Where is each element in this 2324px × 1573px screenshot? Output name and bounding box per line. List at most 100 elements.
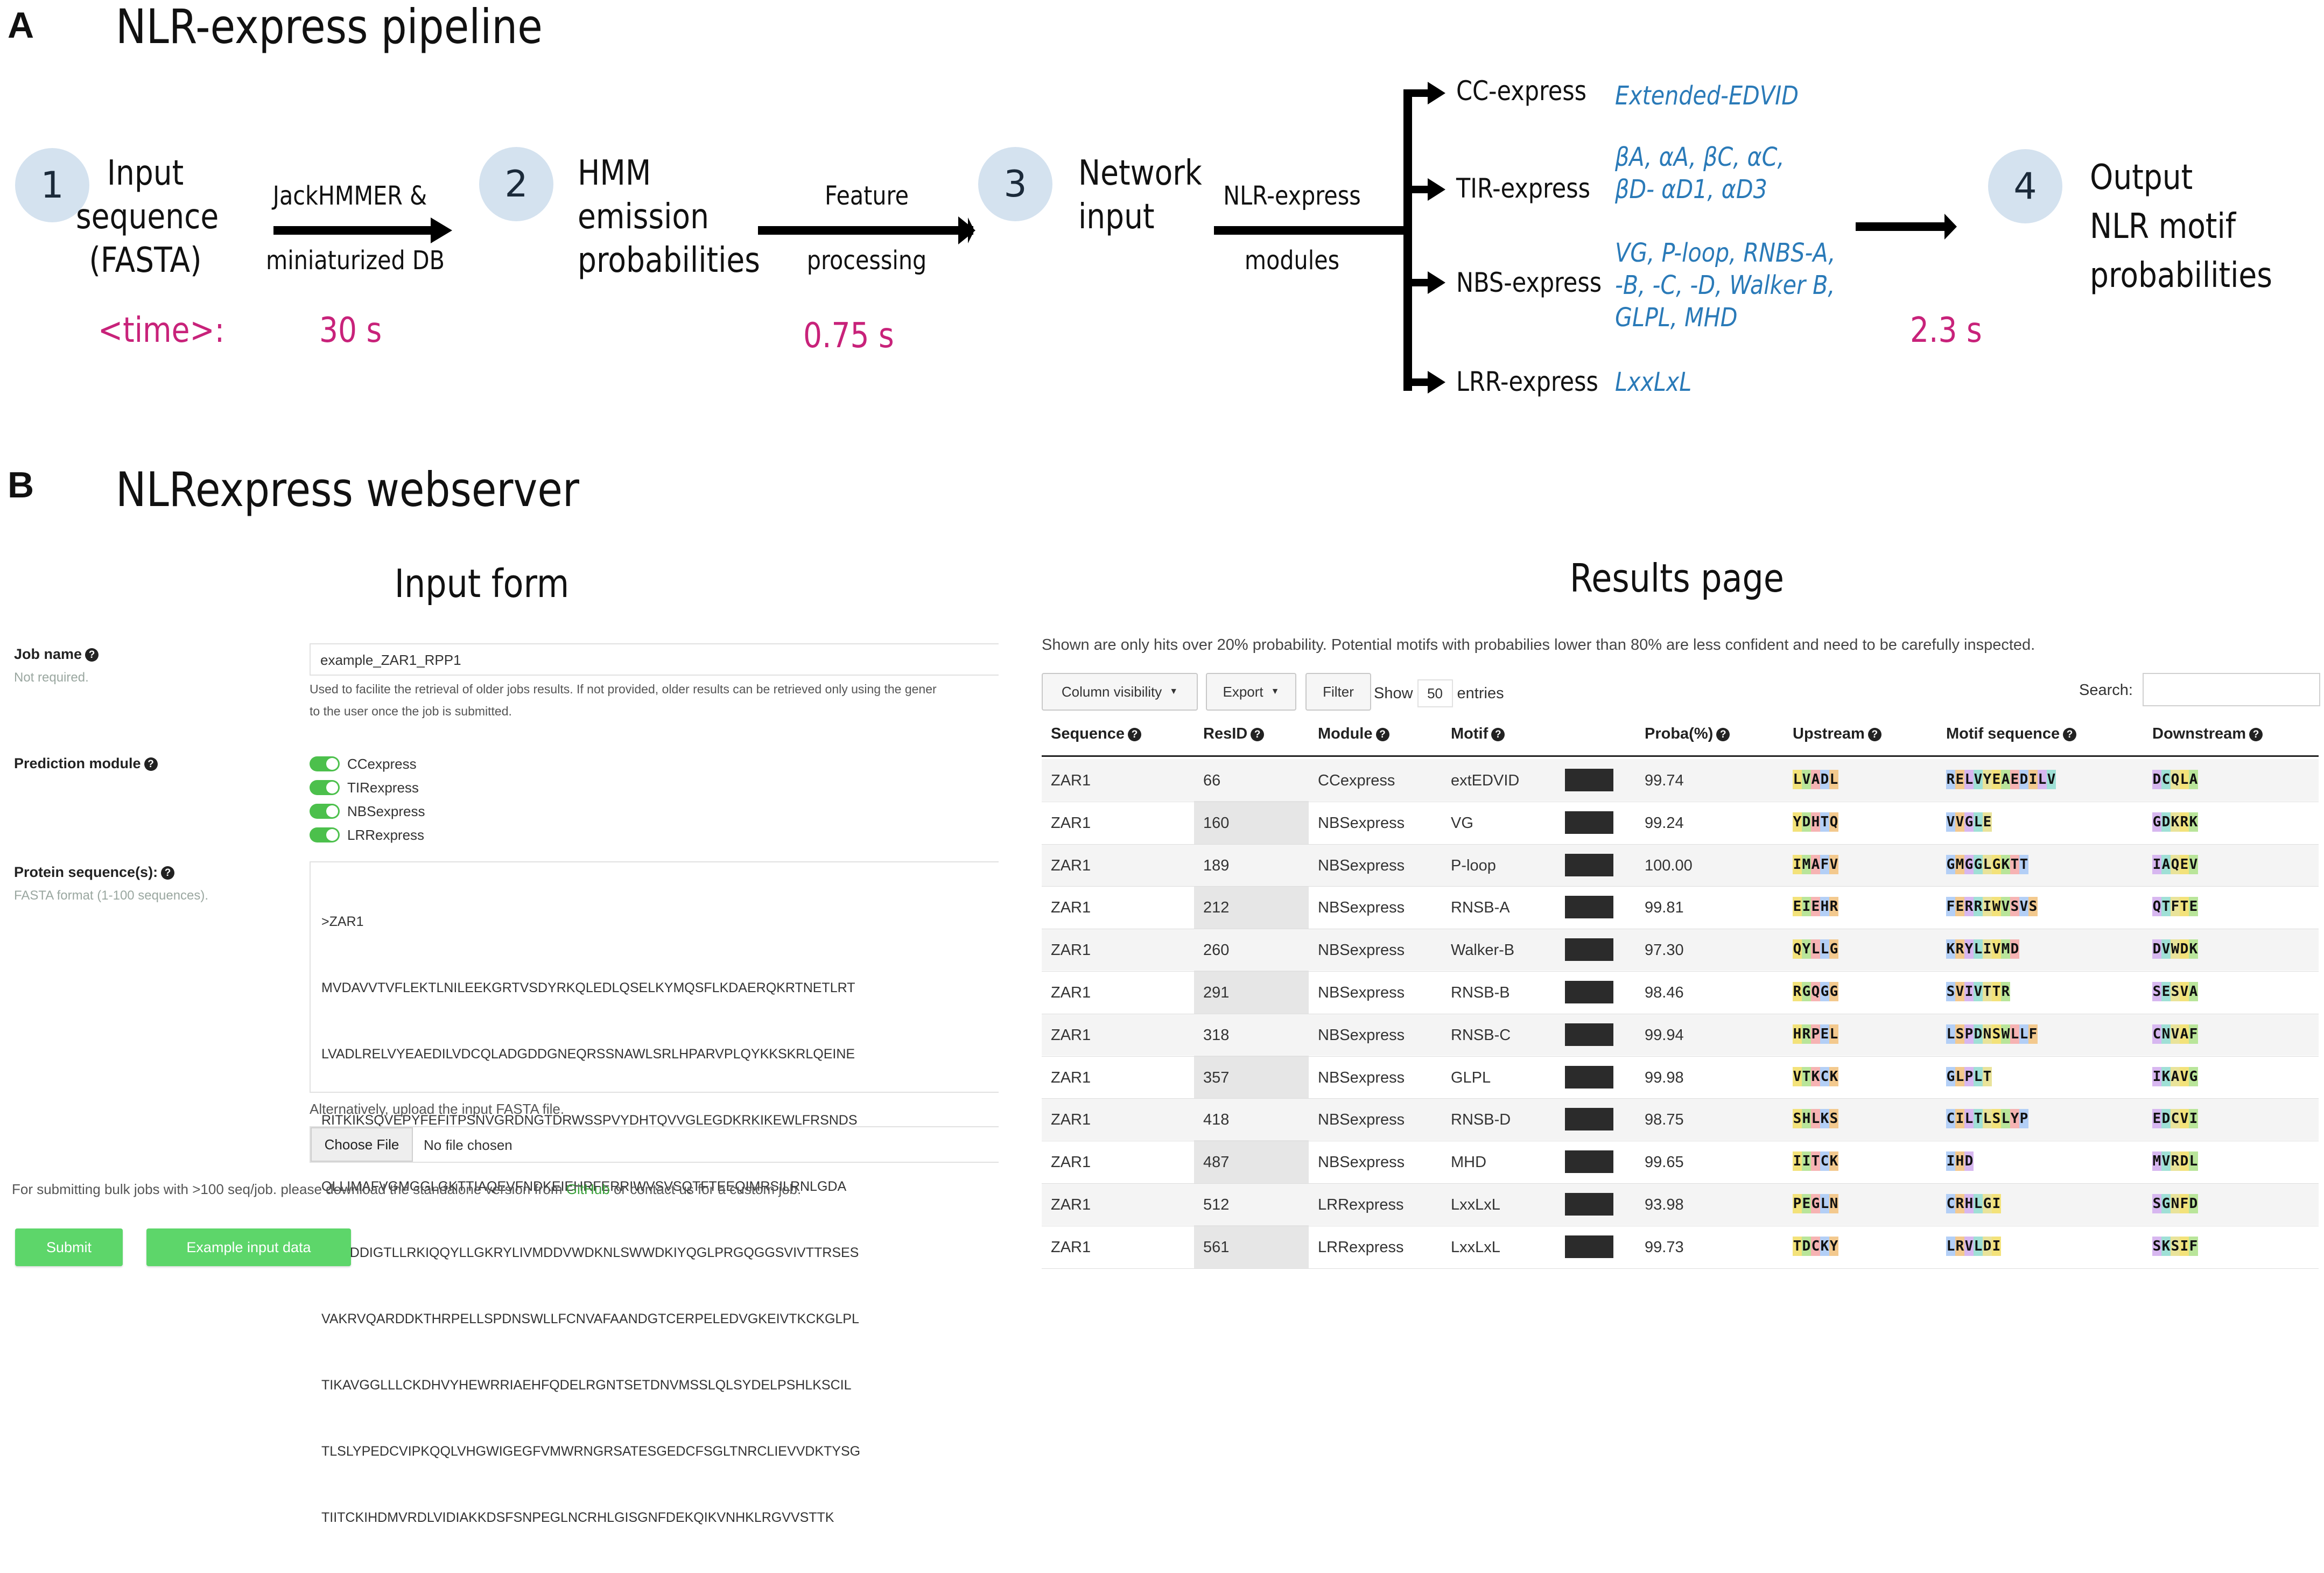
- col-motif-sequence[interactable]: Motif sequence?: [1946, 725, 2077, 743]
- choose-file-button[interactable]: Choose File: [311, 1127, 413, 1162]
- filter-button[interactable]: Filter: [1305, 673, 1371, 711]
- cell-resid: 357: [1203, 1069, 1230, 1086]
- residue: K: [1820, 1109, 1829, 1129]
- residue: A: [2189, 770, 2198, 789]
- col-proba[interactable]: Proba(%)?: [1645, 725, 1730, 743]
- residue: M: [1802, 854, 1811, 874]
- header-divider: [1042, 755, 2319, 757]
- github-link[interactable]: GitHub: [566, 1181, 610, 1197]
- help-icon[interactable]: ?: [2063, 727, 2077, 741]
- residue: L: [1829, 770, 1838, 789]
- residue: V: [2161, 1151, 2171, 1171]
- col-downstream[interactable]: Downstream?: [2152, 725, 2263, 743]
- job-name-label: Job name?: [14, 646, 99, 663]
- toggle-ccexpress[interactable]: CCexpress: [310, 752, 425, 776]
- cell-resid: 291: [1203, 984, 1230, 1001]
- residue: G: [1946, 1066, 1955, 1086]
- module-cc: CC-express: [1456, 75, 1587, 107]
- step-2-circle: 2: [479, 147, 553, 221]
- help-icon[interactable]: ?: [1128, 727, 1141, 741]
- residue: Y: [1802, 939, 1811, 959]
- cell-sequence: ZAR1: [1051, 814, 1091, 832]
- probability-bar: [1565, 981, 1613, 1003]
- show-entries: Show 50 entries: [1374, 679, 1504, 707]
- residue: E: [1811, 897, 1820, 917]
- help-icon[interactable]: ?: [1251, 727, 1265, 741]
- help-icon[interactable]: ?: [1375, 727, 1389, 741]
- col-module[interactable]: Module?: [1318, 725, 1389, 743]
- cell-resid: 260: [1203, 942, 1230, 959]
- residue: I: [1992, 1194, 2001, 1213]
- search-input[interactable]: [2143, 673, 2320, 706]
- help-icon[interactable]: ?: [144, 757, 158, 771]
- help-icon[interactable]: ?: [1491, 727, 1505, 741]
- cell-module: LRRexpress: [1318, 1238, 1404, 1256]
- submit-button[interactable]: Submit: [15, 1228, 123, 1266]
- protein-sequence-textarea[interactable]: >ZAR1 MVDAVVTVFLEKTLNILEEKGRTVSDYRKQLEDL…: [310, 861, 999, 1525]
- residue: A: [2171, 1066, 2180, 1086]
- toggle-nbsexpress[interactable]: NBSexpress: [310, 799, 425, 823]
- cell-sequence: ZAR1: [1051, 856, 1091, 874]
- toggle-tirexpress[interactable]: TIRexpress: [310, 776, 425, 799]
- example-input-button[interactable]: Example input data: [146, 1228, 351, 1266]
- residue: D: [2161, 1109, 2171, 1129]
- help-icon[interactable]: ?: [2249, 727, 2263, 741]
- help-icon[interactable]: ?: [85, 648, 99, 662]
- toggle-lrrexpress[interactable]: LRRexpress: [310, 823, 425, 847]
- panel-b-title: NLRexpress webserver: [116, 462, 580, 517]
- residue: D: [2019, 770, 2028, 789]
- residue: W: [1992, 897, 2001, 917]
- job-name-field[interactable]: example_ZAR1_RPP1: [310, 643, 999, 676]
- caret-down-icon: ▼: [1169, 687, 1178, 696]
- residue: I: [1793, 1151, 1802, 1171]
- residue: A: [2180, 1024, 2189, 1044]
- help-icon[interactable]: ?: [1867, 727, 1881, 741]
- residue: C: [1820, 1066, 1829, 1086]
- step-4-label: Output NLR motif probabilities: [2090, 158, 2272, 296]
- toggle-switch[interactable]: [310, 780, 340, 795]
- toggle-switch[interactable]: [310, 827, 340, 842]
- motifs-nbs: VG, P-loop, RNBS-A, -B, -C, -D, Walker B…: [1615, 238, 1836, 333]
- col-resid[interactable]: ResID?: [1203, 725, 1265, 743]
- entries-count-select[interactable]: 50: [1417, 679, 1453, 707]
- residue: L: [1946, 1236, 1955, 1256]
- toggle-switch[interactable]: [310, 756, 340, 771]
- column-visibility-button[interactable]: Column visibility▼: [1042, 673, 1198, 711]
- residue: V: [1992, 939, 2001, 959]
- toggle-switch[interactable]: [310, 804, 340, 819]
- col-motif[interactable]: Motif?: [1451, 725, 1505, 743]
- probability-bar: [1565, 769, 1613, 791]
- col-upstream[interactable]: Upstream?: [1793, 725, 1881, 743]
- cell-resid: 66: [1203, 772, 1221, 789]
- residue: V: [2189, 854, 2198, 874]
- help-icon[interactable]: ?: [1716, 727, 1730, 741]
- residue: T: [2180, 897, 2189, 917]
- residue: V: [1793, 1066, 1802, 1086]
- export-button[interactable]: Export▼: [1206, 673, 1296, 711]
- residue: I: [2180, 1236, 2189, 1256]
- residue: G: [1983, 1194, 1992, 1213]
- residue: P: [1793, 1194, 1802, 1213]
- residue: E: [1983, 812, 1992, 832]
- col-sequence[interactable]: Sequence?: [1051, 725, 1141, 743]
- help-icon[interactable]: ?: [161, 866, 175, 880]
